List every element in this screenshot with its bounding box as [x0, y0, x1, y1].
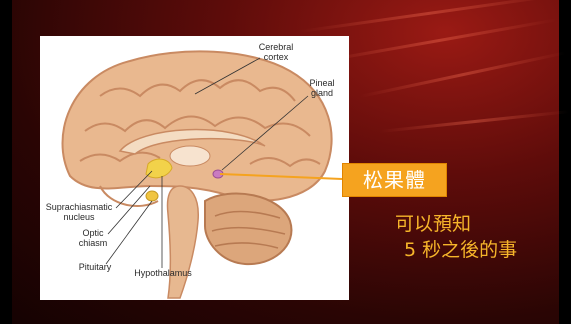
pineal-gland-tag: 松果體	[342, 163, 447, 197]
caption-line-2: 5 秒之後的事	[404, 238, 517, 262]
caption-number: 5	[404, 239, 416, 261]
caption-text: 秒之後的事	[422, 239, 517, 261]
caption-line-1: 可以預知	[395, 212, 471, 236]
